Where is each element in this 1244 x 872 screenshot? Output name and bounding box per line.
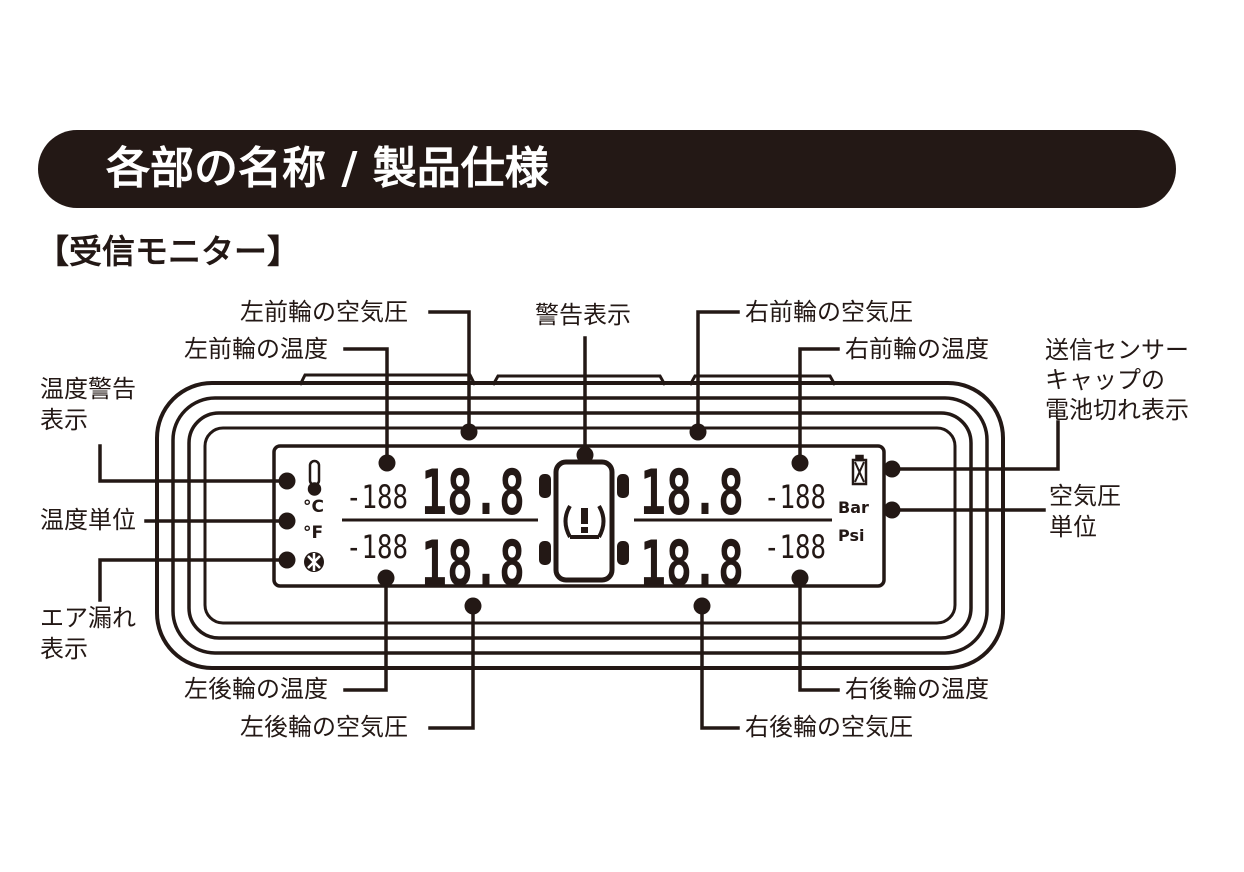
label-rf-pressure: 右前輪の空気圧 bbox=[745, 298, 913, 326]
tire-front-left bbox=[539, 474, 551, 498]
leader-lr-pressure bbox=[428, 604, 475, 730]
dot-lf-temp bbox=[378, 454, 396, 472]
leader-rr-pressure bbox=[700, 604, 740, 730]
rr-temp-digits: -188 bbox=[764, 528, 826, 566]
section-title: 【受信モニター】 bbox=[36, 232, 300, 271]
dot-pressure-unit bbox=[883, 501, 901, 519]
dot-lf-pressure bbox=[460, 423, 478, 441]
leader-rr-temp bbox=[798, 576, 840, 692]
label-lr-temp: 左後輪の温度 bbox=[184, 675, 328, 703]
rr-pressure-digits: 18.8 bbox=[640, 527, 744, 600]
housing-outline-1 bbox=[155, 381, 1005, 670]
lf-temp-digits: -188 bbox=[346, 478, 408, 516]
dot-air-leak bbox=[278, 551, 296, 569]
leader-lr-temp bbox=[343, 576, 388, 692]
unit-psi: Psi bbox=[838, 526, 864, 545]
label-rr-temp: 右後輪の温度 bbox=[845, 675, 989, 703]
label-rf-temp: 右前輪の温度 bbox=[845, 335, 989, 363]
air-leak-icon bbox=[304, 552, 324, 572]
tire-front-right bbox=[617, 474, 629, 498]
dot-rr-temp bbox=[791, 569, 809, 587]
tire-rear-right bbox=[617, 541, 629, 565]
housing-outline-4 bbox=[203, 426, 957, 625]
tire-rear-left bbox=[539, 541, 551, 565]
label-temp-warning-line1: 温度警告 bbox=[40, 375, 136, 403]
thermometer-icon bbox=[307, 459, 322, 496]
leader-rf-temp bbox=[798, 347, 840, 465]
label-lf-pressure: 左前輪の空気圧 bbox=[240, 298, 408, 326]
dot-sensor-battery bbox=[883, 460, 901, 478]
rf-pressure-digits: 18.8 bbox=[640, 456, 744, 529]
label-warning: 警告表示 bbox=[535, 301, 631, 329]
dot-rf-pressure bbox=[689, 423, 707, 441]
lf-pressure-digits: 18.8 bbox=[421, 456, 525, 529]
leader-rf-pressure bbox=[696, 310, 740, 434]
leader-air-leak bbox=[98, 558, 289, 602]
label-temp-warning-line2: 表示 bbox=[40, 406, 88, 434]
page-title: 各部の名称 / 製品仕様 bbox=[106, 143, 549, 194]
label-rr-pressure: 右後輪の空気圧 bbox=[745, 713, 913, 741]
leader-temp-warning bbox=[98, 444, 289, 483]
rf-temp-digits: -188 bbox=[764, 478, 826, 516]
dot-lr-temp bbox=[377, 569, 395, 587]
leader-lf-pressure bbox=[428, 310, 471, 434]
dot-temp-unit bbox=[278, 512, 296, 530]
unit-celsius: °C bbox=[303, 497, 324, 517]
label-pressure-unit-line1: 空気圧 bbox=[1049, 482, 1121, 510]
battery-icon bbox=[851, 454, 868, 486]
label-sensor-battery-line1: 送信センサー bbox=[1045, 336, 1189, 364]
dot-temp-warning bbox=[278, 472, 296, 490]
dot-rf-temp bbox=[791, 454, 809, 472]
leader-sensor-battery bbox=[890, 420, 1060, 471]
housing-outline-2 bbox=[171, 396, 989, 655]
lcd-frame bbox=[272, 444, 886, 588]
label-sensor-battery-line2: キャップの bbox=[1045, 366, 1165, 394]
label-pressure-unit-line2: 単位 bbox=[1049, 513, 1097, 541]
housing-top-bump-center bbox=[491, 374, 667, 386]
housing-top-bump-right bbox=[688, 374, 837, 386]
label-air-leak-line2: 表示 bbox=[40, 635, 88, 663]
dot-rr-pressure bbox=[693, 597, 711, 615]
label-sensor-battery-line3: 電池切れ表示 bbox=[1045, 396, 1189, 424]
label-air-leak-line1: エア漏れ bbox=[40, 604, 136, 632]
dot-warning bbox=[576, 446, 594, 464]
lr-pressure-digits: 18.8 bbox=[421, 527, 525, 600]
label-lr-pressure: 左後輪の空気圧 bbox=[240, 713, 408, 741]
housing-outline-3 bbox=[187, 411, 973, 640]
title-banner: 各部の名称 / 製品仕様 bbox=[38, 130, 1176, 208]
unit-fahrenheit: °F bbox=[303, 523, 323, 543]
unit-bar: Bar bbox=[838, 498, 869, 517]
tpms-warning-icon bbox=[563, 504, 606, 539]
leader-lf-temp bbox=[343, 347, 389, 465]
dot-lr-pressure bbox=[464, 597, 482, 615]
label-temp-unit: 温度単位 bbox=[40, 506, 136, 534]
lr-temp-digits: -188 bbox=[346, 528, 408, 566]
label-lf-temp: 左前輪の温度 bbox=[184, 335, 328, 363]
